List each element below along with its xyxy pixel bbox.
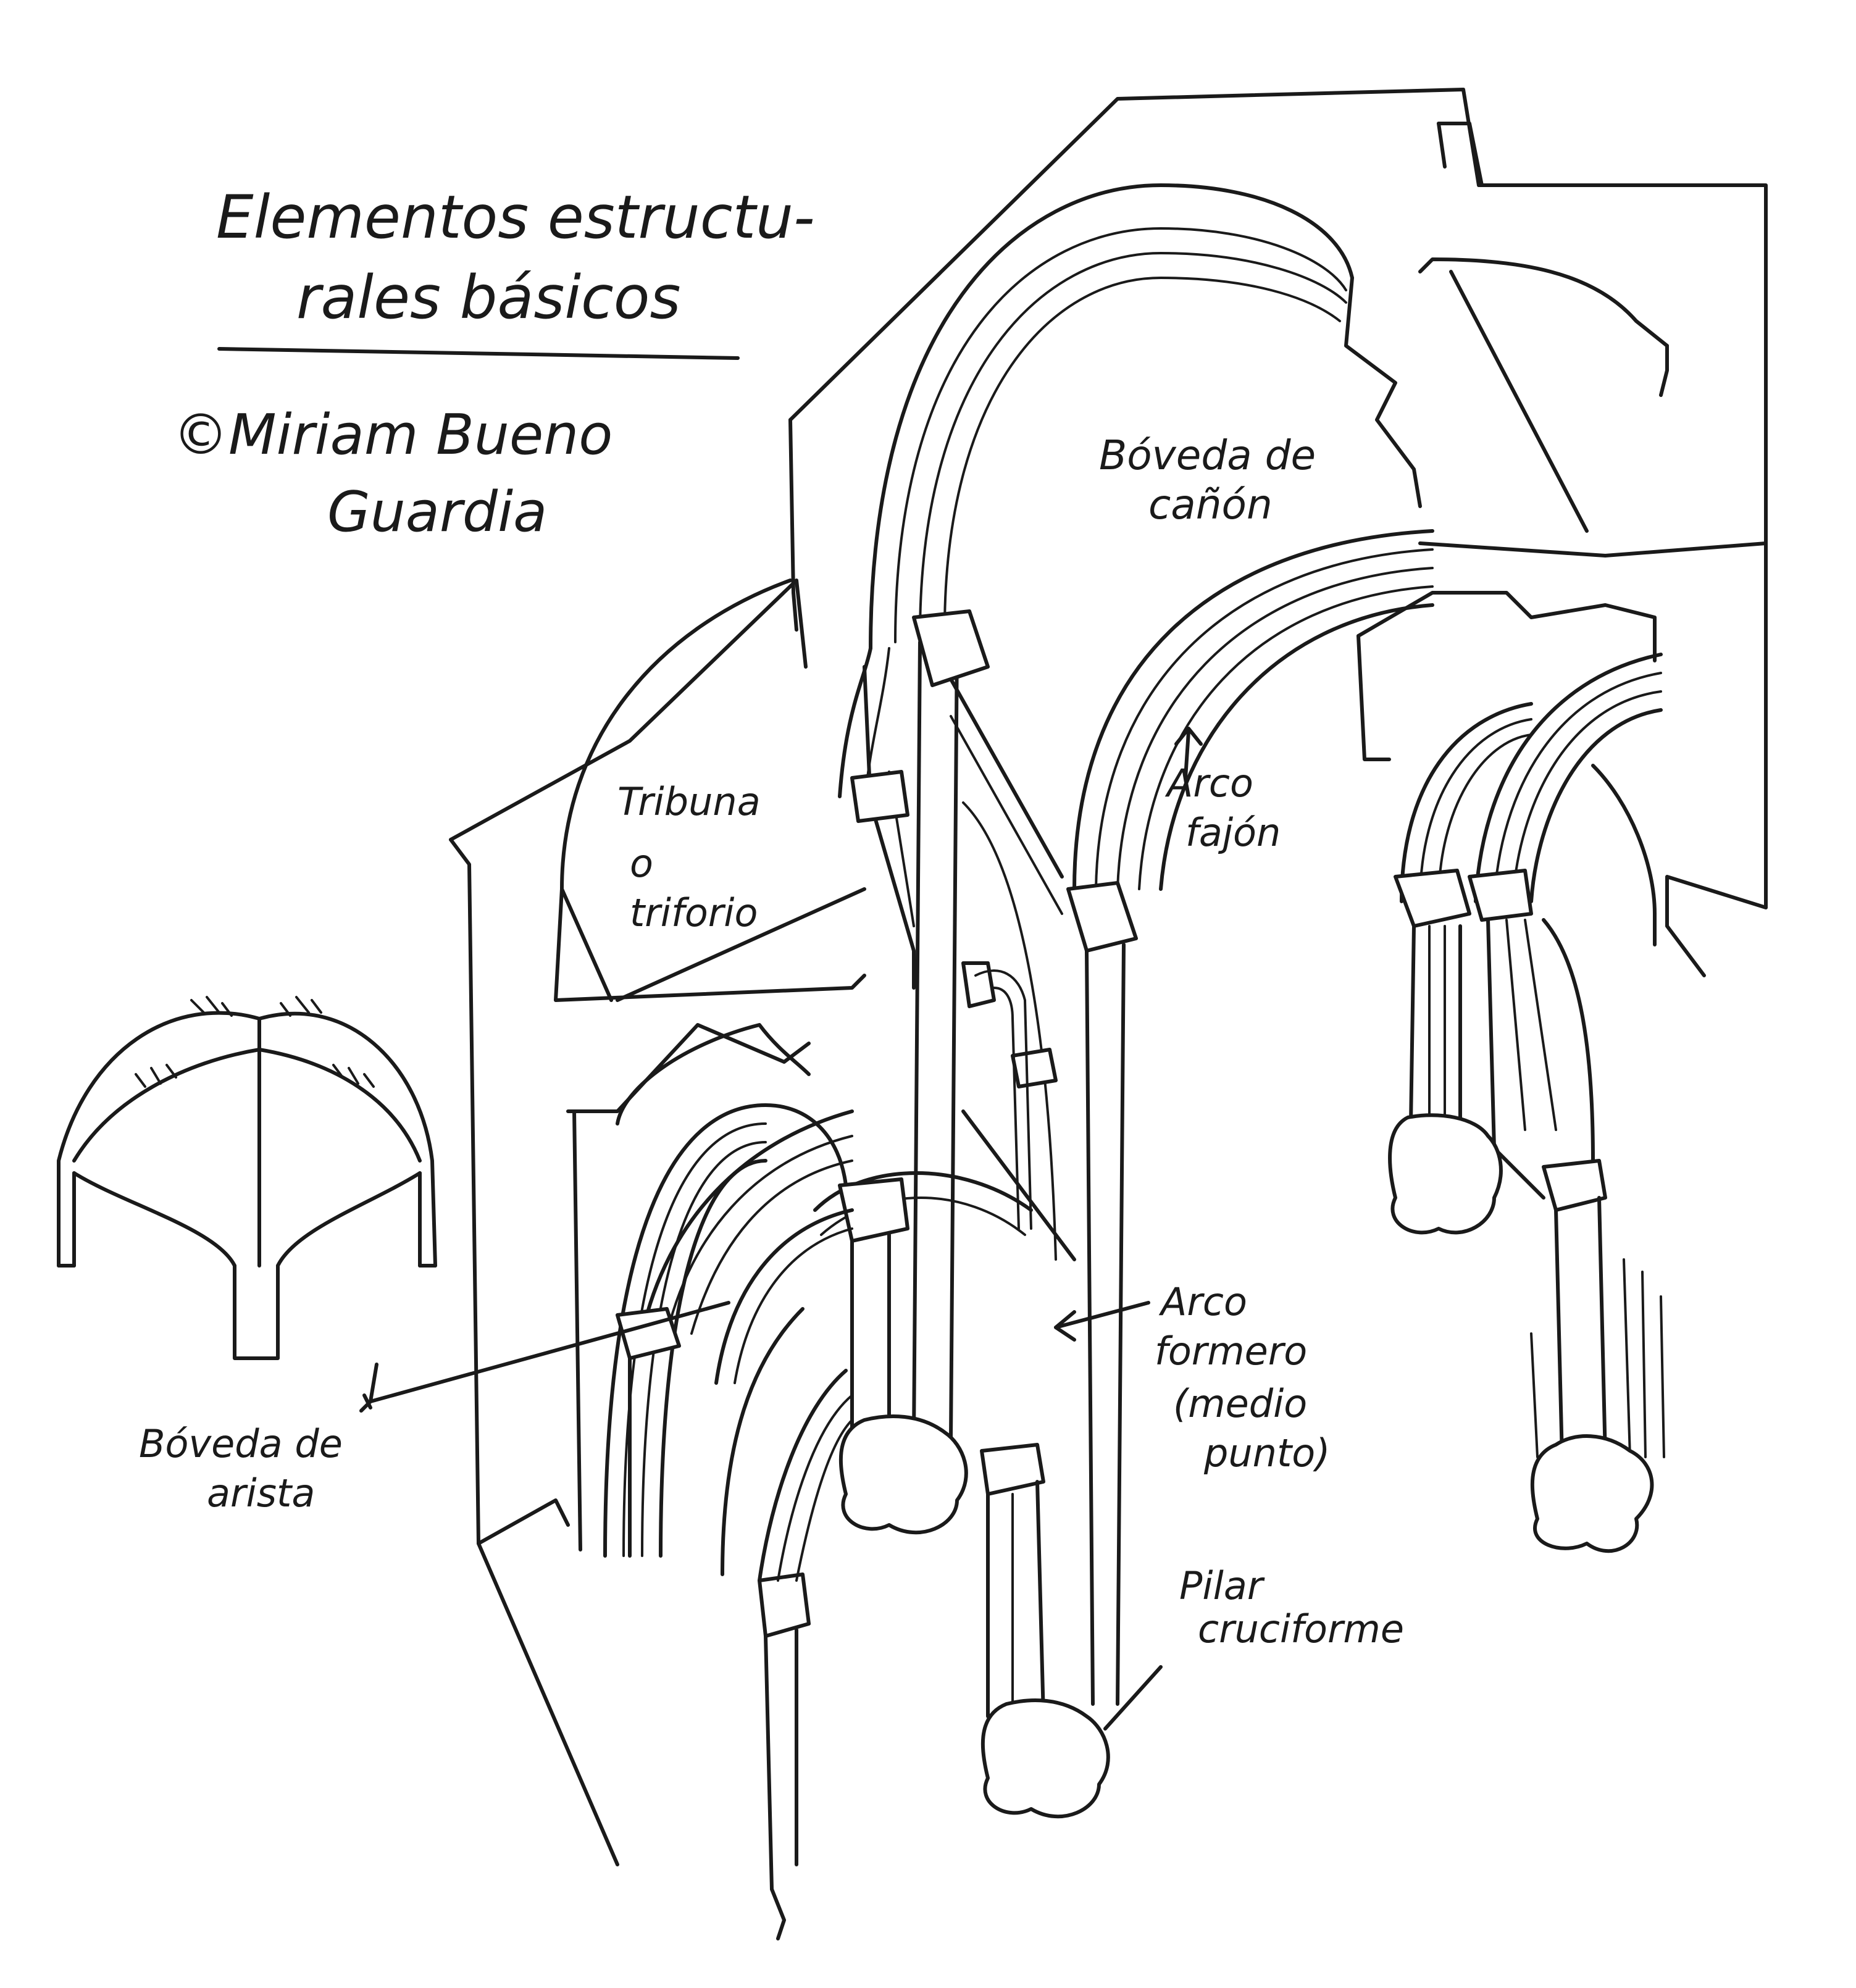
label-arco-formero-1: Arco <box>1158 1279 1247 1324</box>
groin-vault-arcade <box>566 1023 1110 1940</box>
credit-line-2: Guardia <box>327 480 547 545</box>
label-boveda-canon-2: cañón <box>1148 481 1273 528</box>
cruciform-pier-base <box>980 1698 1110 1819</box>
label-pilar-1: Pilar <box>1179 1563 1265 1608</box>
groin-vault-inset <box>57 996 437 1360</box>
leader-lines <box>359 1301 1163 1731</box>
credit-line-1: ©Miriam Bueno <box>173 403 612 467</box>
label-arco-formero-4: punto) <box>1203 1430 1330 1476</box>
label-boveda-arista-1: Bóveda de <box>139 1421 343 1466</box>
label-tribuna-2: o <box>630 841 653 886</box>
title-underline <box>217 347 740 360</box>
label-boveda-canon-1: Bóveda de <box>1099 432 1316 479</box>
label-arco-fajon-2: fajón <box>1185 810 1281 855</box>
right-bay <box>1356 257 1768 1553</box>
label-tribuna-1: Tribuna <box>617 779 761 824</box>
tribune <box>554 578 866 1002</box>
title-line-1: Elementos estructu- <box>216 183 815 252</box>
central-columns <box>838 609 1138 1706</box>
labels: Bóveda de cañón Arco fajón Tribuna o tri… <box>139 432 1404 1652</box>
label-boveda-arista-2: arista <box>207 1471 315 1516</box>
label-arco-formero-2: formero <box>1155 1329 1307 1374</box>
title-block: Elementos estructu- rales básicos ©Miria… <box>173 183 815 545</box>
barrel-vault <box>869 183 1422 650</box>
title-line-2: rales básicos <box>296 263 681 332</box>
label-pilar-2: cruciforme <box>1198 1606 1404 1652</box>
label-tribuna-3: triforio <box>630 890 758 935</box>
label-arco-formero-3: (medio <box>1173 1381 1307 1426</box>
upper-wall-outline <box>449 88 1768 1866</box>
label-arco-fajon-1: Arco <box>1164 761 1253 806</box>
transverse-arch <box>1072 529 1434 891</box>
